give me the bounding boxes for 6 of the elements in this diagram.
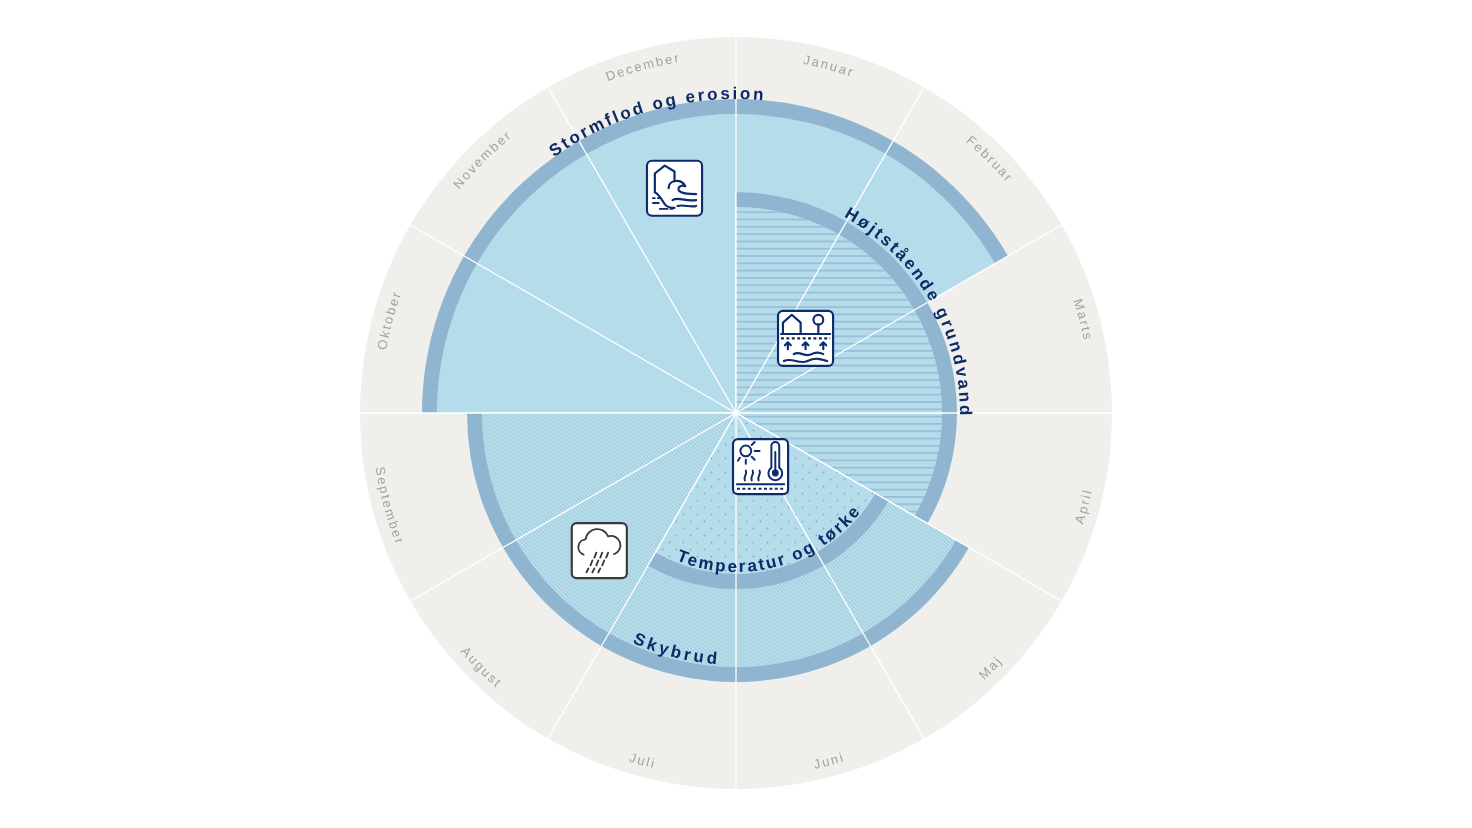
month-label: Juli [627,749,658,772]
month-label: Januar [802,52,857,81]
hazard-wedge [647,412,890,590]
wedge-title: Skybrud [630,628,722,669]
year-wheel [359,36,1113,790]
month-label: Juni [812,749,847,772]
